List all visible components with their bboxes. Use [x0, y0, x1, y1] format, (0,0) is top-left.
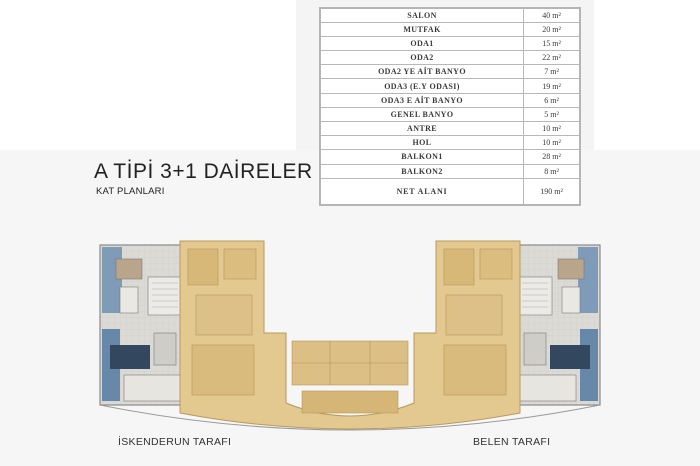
right-unit: [511, 244, 601, 406]
room-name: HOL: [319, 135, 525, 151]
room-area: 10 m²: [523, 120, 581, 137]
room-area: 19 m²: [523, 78, 581, 94]
left-side-label: İSKENDERUN TARAFI: [118, 436, 232, 448]
room-area: 6 m²: [523, 92, 581, 108]
room-area: 28 m²: [523, 149, 581, 165]
terrace-outline: [99, 404, 601, 431]
room-name: ODA3 (E.Y ODASI): [319, 78, 525, 94]
room-name: SALON: [319, 7, 525, 23]
left-unit: [99, 244, 189, 406]
room-area: 22 m²: [523, 50, 581, 66]
highlighted-apartments: [179, 240, 521, 430]
room-name: GENEL BANYO: [319, 106, 525, 123]
room-name: BALKON1: [319, 149, 525, 165]
room-name: BALKON2: [319, 163, 525, 179]
table-row: ODA3 (E.Y ODASI)19 m²: [319, 78, 581, 94]
room-area: 20 m²: [523, 21, 581, 37]
floor-plan: [99, 240, 601, 431]
room-name: ANTRE: [319, 120, 525, 137]
room-name: ODA1: [319, 35, 525, 52]
room-area: 15 m²: [523, 35, 581, 52]
room-area: 10 m²: [523, 135, 581, 151]
room-name: ODA2 YE AİT BANYO: [319, 64, 525, 80]
room-area: 8 m²: [523, 163, 581, 179]
total-label: NET ALANI: [319, 177, 525, 206]
room-area: 40 m²: [523, 7, 581, 23]
room-name: ODA3 E AİT BANYO: [319, 92, 525, 108]
page-subtitle: KAT PLANLARI: [96, 186, 165, 197]
room-area: 5 m²: [523, 106, 581, 123]
total-area: 190 m²: [523, 177, 581, 206]
page-title: A TİPİ 3+1 DAİRELER: [94, 160, 313, 183]
right-side-label: BELEN TARAFI: [473, 436, 551, 448]
room-name: MUTFAK: [319, 21, 525, 37]
room-area: 7 m²: [523, 64, 581, 80]
room-name: ODA2: [319, 50, 525, 66]
